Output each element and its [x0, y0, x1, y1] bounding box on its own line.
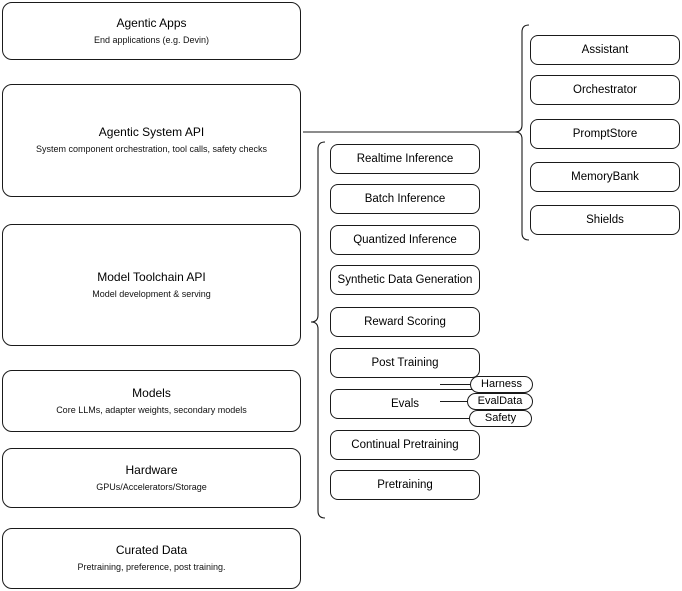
layer-title: Models [132, 385, 171, 400]
layer-subtitle: Core LLMs, adapter weights, secondary mo… [56, 404, 247, 415]
capability-synthetic-data-generation[interactable]: Synthetic Data Generation [330, 265, 480, 295]
capability-label: Post Training [371, 356, 439, 369]
layer-subtitle: System component orchestration, tool cal… [35, 144, 268, 155]
capability-batch-inference[interactable]: Batch Inference [330, 184, 480, 214]
layer-model-toolchain-api[interactable]: Model Toolchain API Model development & … [2, 224, 301, 346]
component-label: Orchestrator [573, 83, 637, 96]
layer-title: Hardware [125, 462, 178, 477]
capability-label: Realtime Inference [356, 152, 454, 165]
capability-post-training[interactable]: Post Training [330, 348, 480, 378]
layer-agentic-apps[interactable]: Agentic Apps End applications (e.g. Devi… [2, 2, 301, 60]
layer-subtitle: Pretraining, preference, post training. [77, 562, 226, 573]
capability-pretraining[interactable]: Pretraining [330, 470, 480, 500]
system-components-brace [514, 24, 530, 241]
component-label: Assistant [581, 43, 629, 56]
component-memorybank[interactable]: MemoryBank [530, 162, 680, 192]
component-label: MemoryBank [571, 170, 639, 183]
evals-pill-evaldata[interactable]: EvalData [467, 393, 533, 410]
capability-label: Evals [390, 397, 420, 410]
layer-hardware[interactable]: Hardware GPUs/Accelerators/Storage [2, 448, 301, 508]
layer-title: Model Toolchain API [97, 269, 206, 284]
layer-title: Agentic System API [98, 125, 205, 140]
toolchain-brace [310, 141, 326, 519]
capability-evals[interactable]: Evals [330, 389, 480, 419]
layer-title: Curated Data [115, 543, 188, 558]
capability-label: Continual Pretraining [351, 438, 459, 451]
capability-label: Pretraining [377, 478, 433, 491]
component-shields[interactable]: Shields [530, 205, 680, 235]
capability-continual-pretraining[interactable]: Continual Pretraining [330, 430, 480, 460]
capability-realtime-inference[interactable]: Realtime Inference [330, 144, 480, 174]
evals-pill-safety[interactable]: Safety [469, 410, 532, 427]
capability-label: Quantized Inference [353, 233, 457, 246]
capability-quantized-inference[interactable]: Quantized Inference [330, 225, 480, 255]
layer-subtitle: End applications (e.g. Devin) [93, 34, 210, 45]
layer-title: Agentic Apps [116, 15, 187, 30]
component-label: PromptStore [572, 127, 638, 140]
component-promptstore[interactable]: PromptStore [530, 119, 680, 149]
layer-subtitle: Model development & serving [92, 288, 211, 299]
capability-label: Reward Scoring [364, 315, 446, 328]
capability-reward-scoring[interactable]: Reward Scoring [330, 307, 480, 337]
evals-pill-harness[interactable]: Harness [470, 376, 533, 393]
component-orchestrator[interactable]: Orchestrator [530, 75, 680, 105]
component-assistant[interactable]: Assistant [530, 35, 680, 65]
evals-pill-label: Harness [481, 378, 522, 390]
component-label: Shields [586, 213, 624, 226]
layer-curated-data[interactable]: Curated Data Pretraining, preference, po… [2, 528, 301, 589]
layer-agentic-system-api[interactable]: Agentic System API System component orch… [2, 84, 301, 197]
evals-pill-label: EvalData [477, 395, 523, 407]
layer-models[interactable]: Models Core LLMs, adapter weights, secon… [2, 370, 301, 432]
evals-pill-label: Safety [484, 412, 517, 424]
capability-label: Synthetic Data Generation [337, 273, 473, 286]
capability-label: Batch Inference [364, 192, 446, 205]
layer-subtitle: GPUs/Accelerators/Storage [96, 481, 207, 492]
